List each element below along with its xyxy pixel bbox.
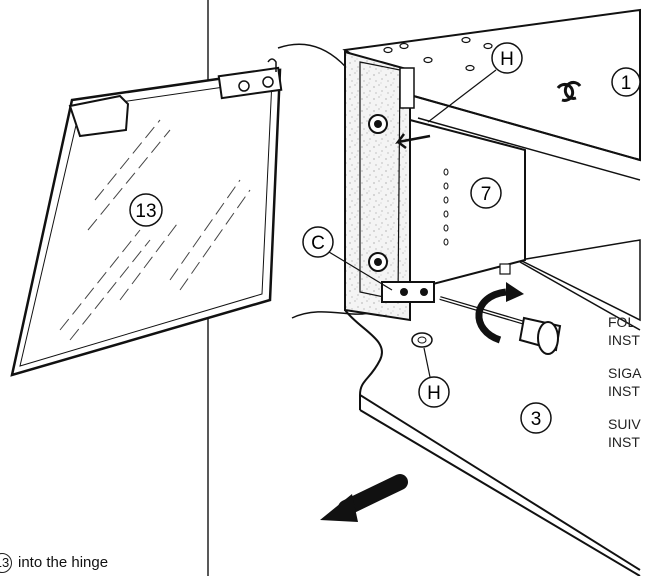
svg-text:3: 3 [531,409,542,430]
svg-text:FOL: FOL [608,314,635,330]
svg-text:13: 13 [135,201,156,222]
insert-arrow-icon [395,133,431,149]
svg-text:SUIV: SUIV [608,416,641,432]
direction-arrow-icon [320,474,408,522]
side-panel [344,50,415,322]
svg-text:INST: INST [608,434,640,450]
caption-text: into the hinge [18,554,109,571]
svg-text:INST: INST [608,383,640,399]
lower-hinge-icon [381,281,435,303]
base-plate [344,261,641,576]
callout-3: 3 [520,402,552,434]
caption-line: 13 into the hinge [0,553,108,573]
caption-callout-13: 13 [0,553,12,573]
rotation-arrow-icon [475,282,524,344]
svg-text:C: C [311,233,325,254]
screw-icon [368,114,388,272]
callout-h-bottom: H [418,347,450,408]
cabinet-body [342,8,641,322]
screwdriver-icon [439,296,562,355]
callout-1: 1 [611,67,641,97]
side-instructions: FOL INST SIGA INST SUIV INST [608,314,642,450]
callout-h-top: H [427,42,523,123]
svg-text:7: 7 [481,184,492,205]
svg-text:H: H [500,49,514,70]
svg-text:1: 1 [621,73,632,94]
callout-13: 13 [129,193,163,227]
callout-7: 7 [470,177,502,209]
callout-c: C [302,226,393,291]
inner-bracket [409,118,526,292]
svg-text:H: H [427,383,441,404]
svg-text:SIGA: SIGA [608,365,642,381]
svg-text:INST: INST [608,332,640,348]
washer-icon [411,332,433,348]
hinge-icon [217,58,283,100]
